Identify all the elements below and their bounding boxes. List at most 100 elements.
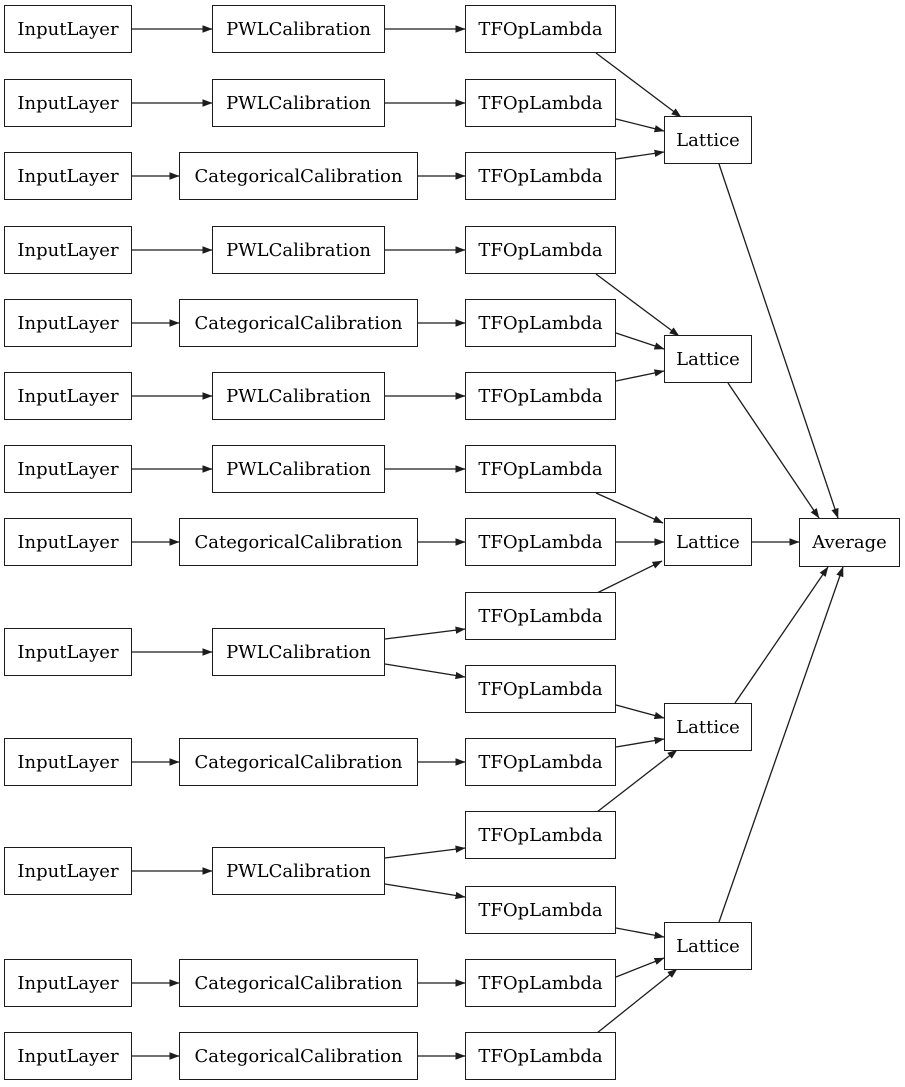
node-tfop-4: TFOpLambda — [465, 226, 616, 274]
node-label: InputLayer — [17, 18, 119, 40]
node-lattice-2: Lattice — [664, 335, 752, 383]
edge-tfop-7-to-lattice-3 — [595, 492, 664, 524]
node-input-5: InputLayer — [4, 299, 132, 347]
node-tfop-13: TFOpLambda — [465, 886, 616, 934]
node-label: InputLayer — [17, 1045, 119, 1067]
node-label: PWLCalibration — [226, 458, 371, 480]
node-label: TFOpLambda — [478, 972, 603, 994]
node-catcal-6: CategoricalCalibration — [179, 1032, 418, 1080]
node-input-10: InputLayer — [4, 738, 132, 786]
node-tfop-5: TFOpLambda — [465, 299, 616, 347]
node-label: CategoricalCalibration — [194, 751, 403, 773]
node-input-12: InputLayer — [4, 959, 132, 1007]
edge-tfop-4-to-lattice-2 — [595, 273, 680, 337]
node-label: InputLayer — [17, 458, 119, 480]
node-input-8: InputLayer — [4, 518, 132, 566]
edge-pwl-7-to-tfop-13 — [384, 883, 466, 900]
edge-lattice-4-to-average — [734, 566, 829, 704]
node-tfop-7: TFOpLambda — [465, 445, 616, 493]
node-tfop-14: TFOpLambda — [465, 959, 616, 1007]
node-lattice-3: Lattice — [664, 518, 752, 566]
node-input-4: InputLayer — [4, 226, 132, 274]
node-label: InputLayer — [17, 972, 119, 994]
node-catcal-3: CategoricalCalibration — [179, 518, 418, 566]
node-tfop-8: TFOpLambda — [465, 518, 616, 566]
node-lattice-4: Lattice — [664, 703, 752, 751]
node-input-13: InputLayer — [4, 1032, 132, 1080]
node-pwl-5: PWLCalibration — [212, 445, 385, 493]
node-tfop-11: TFOpLambda — [465, 738, 616, 786]
node-label: PWLCalibration — [226, 239, 371, 261]
node-label: InputLayer — [17, 860, 119, 882]
node-label: TFOpLambda — [478, 92, 603, 114]
edge-tfop-13-to-lattice-5 — [615, 927, 665, 939]
node-pwl-4: PWLCalibration — [212, 372, 385, 420]
edge-pwl-7-to-tfop-12 — [384, 845, 466, 859]
node-label: Average — [812, 532, 887, 553]
node-label: CategoricalCalibration — [194, 165, 403, 187]
node-input-11: InputLayer — [4, 847, 132, 895]
edge-tfop-10-to-lattice-4 — [615, 704, 665, 720]
node-average: Average — [799, 518, 900, 567]
node-label: Lattice — [676, 348, 740, 370]
node-catcal-1: CategoricalCalibration — [179, 152, 418, 200]
edge-tfop-14-to-lattice-5 — [615, 957, 665, 978]
node-label: TFOpLambda — [478, 678, 603, 700]
node-label: InputLayer — [17, 751, 119, 773]
node-label: PWLCalibration — [226, 641, 371, 663]
node-label: PWLCalibration — [226, 18, 371, 40]
node-label: Lattice — [676, 129, 740, 151]
node-catcal-5: CategoricalCalibration — [179, 959, 418, 1007]
node-label: TFOpLambda — [478, 458, 603, 480]
edge-tfop-5-to-lattice-2 — [615, 332, 665, 350]
node-label: TFOpLambda — [478, 385, 603, 407]
edge-lattice-2-to-average — [727, 382, 820, 519]
node-label: TFOpLambda — [478, 899, 603, 921]
node-label: TFOpLambda — [478, 605, 603, 627]
node-pwl-1: PWLCalibration — [212, 5, 385, 53]
node-tfop-1: TFOpLambda — [465, 5, 616, 53]
node-label: TFOpLambda — [478, 239, 603, 261]
node-label: CategoricalCalibration — [194, 972, 403, 994]
node-label: CategoricalCalibration — [194, 1045, 403, 1067]
edge-tfop-2-to-lattice-1 — [615, 118, 665, 133]
node-label: InputLayer — [17, 531, 119, 553]
node-label: PWLCalibration — [226, 92, 371, 114]
node-label: TFOpLambda — [478, 531, 603, 553]
node-label: InputLayer — [17, 165, 119, 187]
node-label: TFOpLambda — [478, 824, 603, 846]
node-label: TFOpLambda — [478, 1045, 603, 1067]
node-label: TFOpLambda — [478, 312, 603, 334]
node-lattice-1: Lattice — [664, 116, 752, 164]
node-label: InputLayer — [17, 239, 119, 261]
edge-pwl-6-to-tfop-10 — [384, 663, 466, 680]
node-label: PWLCalibration — [226, 385, 371, 407]
node-input-9: InputLayer — [4, 628, 132, 676]
node-pwl-7: PWLCalibration — [212, 847, 385, 895]
node-label: Lattice — [676, 716, 740, 738]
node-tfop-9: TFOpLambda — [465, 592, 616, 640]
node-label: Lattice — [676, 531, 740, 553]
node-catcal-4: CategoricalCalibration — [179, 738, 418, 786]
node-label: TFOpLambda — [478, 18, 603, 40]
node-label: InputLayer — [17, 385, 119, 407]
node-input-7: InputLayer — [4, 445, 132, 493]
node-tfop-2: TFOpLambda — [465, 79, 616, 127]
edge-pwl-6-to-tfop-9 — [384, 626, 466, 640]
node-label: InputLayer — [17, 641, 119, 663]
edge-tfop-12-to-lattice-4 — [596, 749, 678, 813]
edge-tfop-9-to-lattice-3 — [596, 560, 663, 594]
edge-lattice-5-to-average — [718, 566, 844, 923]
node-label: TFOpLambda — [478, 751, 603, 773]
node-input-3: InputLayer — [4, 152, 132, 200]
node-tfop-6: TFOpLambda — [465, 372, 616, 420]
node-input-1: InputLayer — [4, 5, 132, 53]
edge-tfop-6-to-lattice-2 — [615, 369, 665, 382]
node-label: PWLCalibration — [226, 860, 371, 882]
node-pwl-3: PWLCalibration — [212, 226, 385, 274]
node-pwl-2: PWLCalibration — [212, 79, 385, 127]
edge-tfop-15-to-lattice-5 — [596, 968, 678, 1034]
node-label: InputLayer — [17, 92, 119, 114]
